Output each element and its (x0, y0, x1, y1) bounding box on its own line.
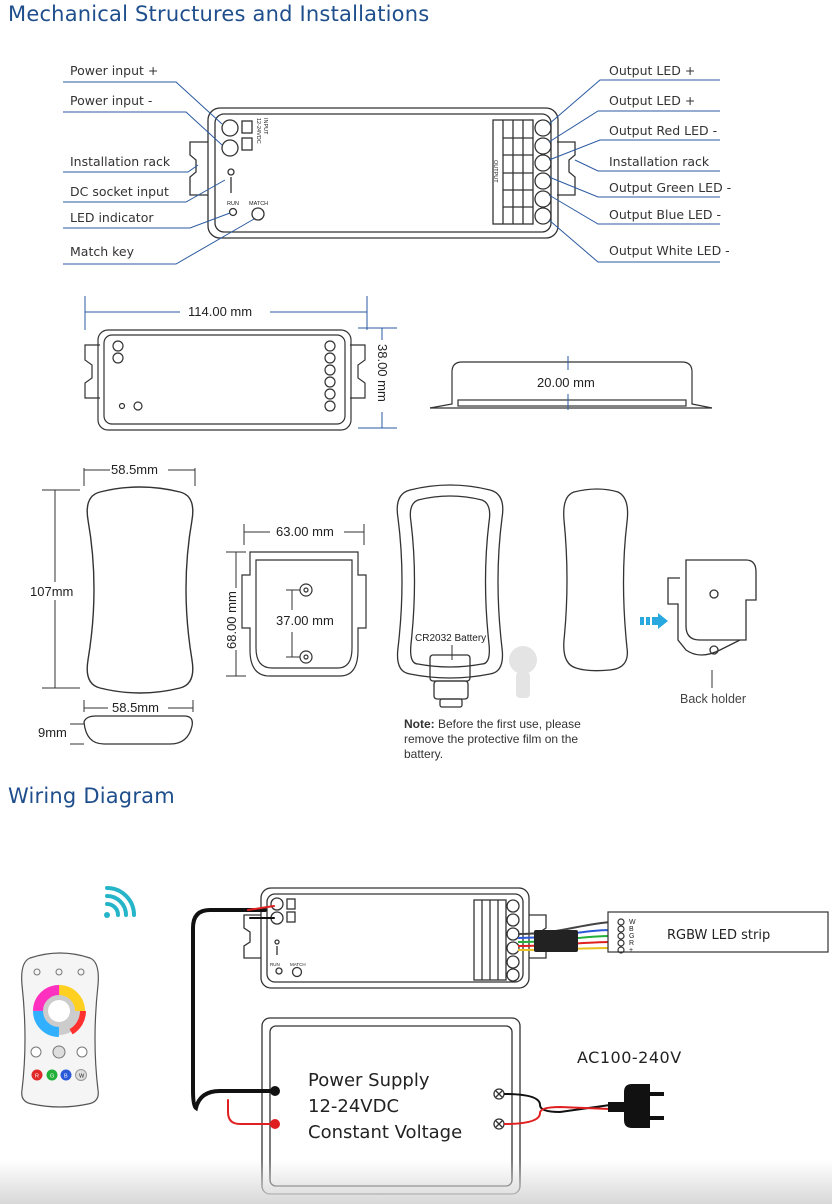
dimension-width: 38.00 mm (375, 344, 390, 402)
callout-dc-socket: DC socket input (70, 184, 169, 199)
dimension-height: 20.00 mm (537, 375, 595, 390)
dimension-lines (84, 296, 397, 429)
callout-output-led-plus-2: Output LED + (609, 93, 695, 108)
bottom-fade (0, 1160, 832, 1204)
strip-pin-r: R (629, 940, 634, 947)
controller-dimension-view (84, 329, 366, 431)
dimension-remote-height: 107mm (30, 584, 73, 599)
mechanical-heading: Mechanical Structures and Installations (8, 2, 430, 26)
rgbw-led-strip (607, 911, 829, 954)
wiring-controller (243, 887, 547, 989)
wifi-icon (104, 886, 136, 918)
strip-pin-g: G (629, 933, 634, 940)
controller-side-view (429, 361, 713, 409)
callout-led-indicator: LED indicator (70, 210, 154, 225)
remote-front (86, 486, 194, 694)
controller-input-label: INPUT (262, 118, 268, 135)
remote-edge (83, 715, 193, 745)
wiring-run-label: RUN (270, 962, 280, 967)
callout-output-green: Output Green LED - (609, 180, 731, 195)
strip-pin-b: B (629, 926, 634, 933)
ps-line-1: Power Supply (308, 1070, 430, 1091)
callout-output-blue: Output Blue LED - (609, 207, 721, 222)
remote-dimension-lines (42, 468, 196, 745)
dimension-holder-height: 68.00 mm (224, 591, 239, 649)
remote-button-r: R (35, 1074, 39, 1080)
battery-label: CR2032 Battery (415, 633, 486, 644)
callout-power-input-minus: Power input - (70, 93, 152, 108)
ac-voltage-label: AC100-240V (577, 1048, 682, 1067)
strip-pin-w: W (629, 919, 636, 926)
strip-label: RGBW LED strip (667, 928, 771, 943)
note-prefix: Note: (404, 717, 435, 731)
dimension-hole-spacing: 37.00 mm (276, 613, 334, 628)
callout-installation-rack-left: Installation rack (70, 154, 171, 169)
controller-top-view (189, 107, 576, 239)
remote-back-view (396, 484, 504, 708)
left-callout-lines (63, 81, 255, 265)
remote-control (21, 952, 99, 1108)
callout-output-red: Output Red LED - (609, 123, 717, 138)
controller-match-label: MATCH (249, 201, 268, 207)
callout-match-key: Match key (70, 244, 135, 259)
dimension-remote-width: 58.5mm (111, 462, 158, 477)
remote-button-g: G (50, 1074, 54, 1080)
battery-note: Note: Before the first use, please remov… (404, 717, 594, 762)
remote-side-view (563, 488, 629, 672)
wiring-match-label: MATCH (290, 962, 306, 967)
right-callout-lines (548, 79, 720, 263)
note-text: Before the first use, please remove the … (404, 717, 581, 761)
ac-plug-icon (608, 1084, 664, 1128)
remote-button-w: W (79, 1074, 85, 1080)
ps-line-3: Constant Voltage (308, 1122, 463, 1143)
install-arrow-icon (640, 613, 668, 629)
callout-power-input-plus: Power input + (70, 63, 158, 78)
dimension-remote-width-side: 58.5mm (112, 700, 159, 715)
ps-line-2: 12-24VDC (308, 1096, 400, 1117)
callout-installation-rack-right: Installation rack (609, 154, 710, 169)
back-holder-side-view (667, 559, 757, 656)
dimension-remote-thickness: 9mm (38, 725, 67, 740)
output-cable-sleeve (534, 930, 578, 952)
dimension-holder-width: 63.00 mm (276, 524, 334, 539)
callout-output-led-plus-1: Output LED + (609, 63, 695, 78)
ac-wires (503, 1093, 611, 1125)
controller-output-label: OUTPUT (492, 160, 498, 183)
power-supply-label: Power Supply 12-24VDC Constant Voltage (308, 1068, 462, 1146)
back-holder-label: Back holder (680, 692, 747, 706)
controller-input-voltage: 12-24VDC (255, 118, 261, 144)
dc-wires (191, 905, 277, 1125)
battery-pull-tab (509, 646, 537, 698)
dimension-length: 114.00 mm (188, 304, 252, 319)
remote-button-b: B (64, 1074, 68, 1080)
holder-dimension-lines (226, 524, 365, 677)
strip-pin-plus: + (629, 947, 633, 954)
wiring-heading: Wiring Diagram (8, 784, 175, 808)
controller-run-label: RUN (227, 201, 239, 207)
output-wires (517, 921, 613, 951)
callout-output-white: Output White LED - (609, 243, 730, 258)
